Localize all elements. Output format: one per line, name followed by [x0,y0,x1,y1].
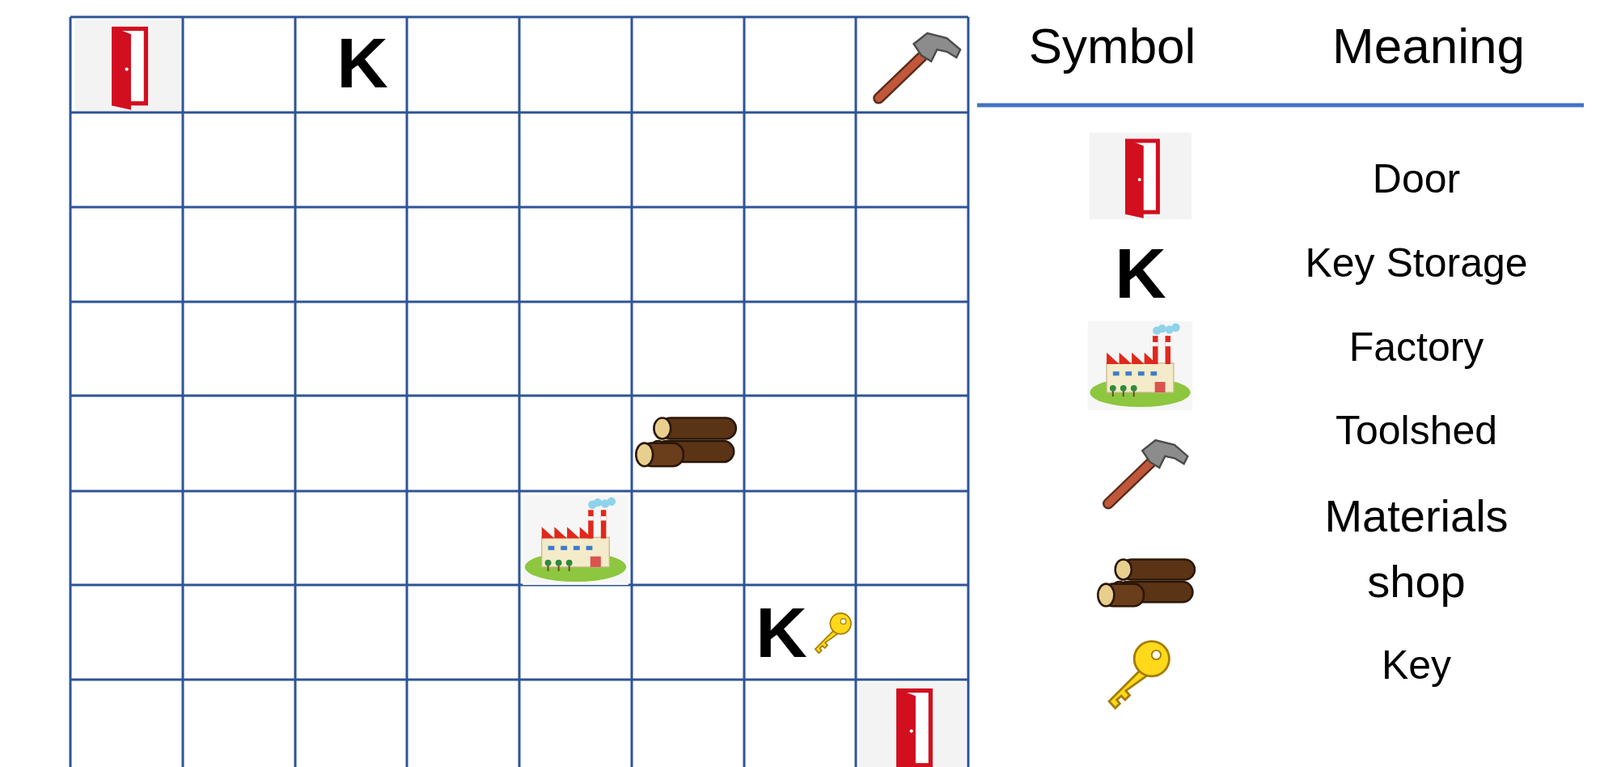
factory-icon [1087,321,1193,411]
legend-text: Key Storage [1238,233,1595,293]
column-header: Symbol [1028,21,1197,72]
legend-text: Door [1238,149,1595,209]
door-icon [74,20,182,111]
grid-line [70,490,969,493]
grid-line [518,16,521,767]
grid-line [70,206,969,209]
door-icon [859,681,966,767]
key-icon [815,613,851,653]
grid-line [70,111,969,115]
grid-line [70,300,969,304]
grid-line [182,16,185,767]
grid-line [69,16,72,767]
grid-line [70,584,969,587]
door-icon [1089,132,1192,220]
key-icon [1108,641,1169,709]
key-storage-letter: K [755,596,808,669]
legend-text: Toolshed [1238,401,1595,461]
grid-line [967,16,970,767]
materials-shop-icon [1097,558,1195,606]
grid-line [743,16,746,767]
grid-line [294,16,297,767]
legend-text: Key [1238,635,1595,695]
legend-text: Factory [1238,317,1595,377]
grid-line [70,16,969,19]
toolshed-icon [1108,440,1188,504]
key-storage-letter: K [1114,237,1167,309]
header-rule [977,103,1584,108]
materials-shop-icon [635,417,737,466]
grid-lines [70,16,969,767]
factory-icon [522,495,629,585]
grid-line [406,16,409,767]
key-storage-letter: K [336,27,389,99]
grid-line [70,678,969,682]
column-header: Meaning [1332,21,1525,72]
grid-line [70,394,969,398]
legend-text: Materials shop [1295,482,1538,614]
grid-line [855,16,858,767]
grid-line [630,16,634,767]
toolshed-icon [878,33,961,98]
